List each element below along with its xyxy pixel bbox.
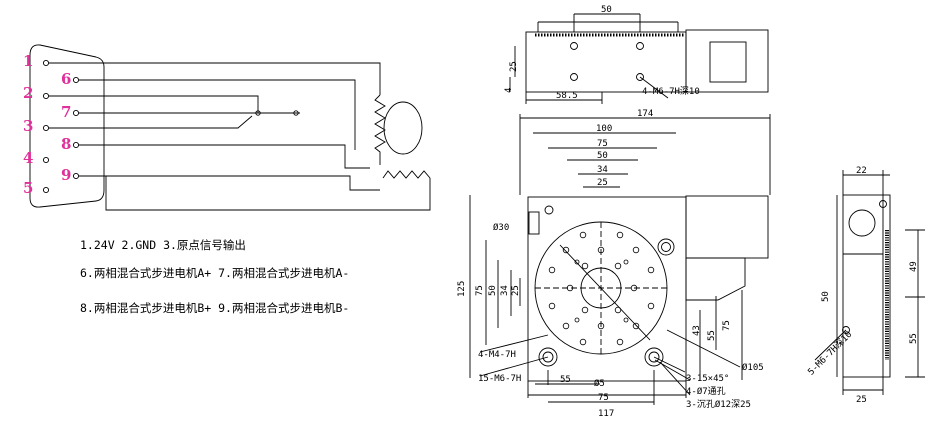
dim-front-125: 125 [457, 281, 467, 297]
wire-2 [49, 95, 259, 113]
front-view-cbore-1 [538, 347, 558, 367]
dim-side-55: 55 [909, 333, 919, 344]
wire-8 [79, 144, 370, 169]
dim-front-b75: 75 [598, 393, 609, 403]
dim-side-25: 25 [856, 395, 867, 405]
wire-3 [49, 115, 253, 129]
dim-front-50: 50 [597, 151, 608, 161]
pin-label-9: 9 [61, 166, 71, 184]
top-view-motor [685, 29, 769, 93]
pin-label-3: 3 [23, 117, 33, 135]
pin-circle-2 [42, 92, 50, 100]
pin-circle-6 [72, 76, 80, 84]
dim-side-50: 50 [821, 291, 831, 302]
front-view-cbore-3 [657, 238, 675, 256]
top-view-connector [709, 41, 747, 83]
dim-front-b55: 55 [560, 375, 571, 385]
pin-labels-left: 1 2 3 4 5 [23, 52, 33, 197]
wire-1 [49, 62, 381, 95]
junction-node [293, 110, 299, 116]
wire-6 [79, 79, 356, 150]
motor-rotor [383, 101, 423, 155]
coil-a [374, 94, 386, 165]
dim-front-chamfer: 3-15×45° [686, 374, 729, 384]
pin-label-6: 6 [61, 70, 71, 88]
top-view-hole-1 [570, 42, 578, 50]
dim-front-75: 75 [597, 139, 608, 149]
top-view-hole-3 [636, 42, 644, 50]
side-view-tap-hole [842, 326, 850, 334]
dim-front-tap-m6: 15-M6-7H [478, 374, 521, 384]
dim-front-r75: 75 [722, 320, 732, 331]
front-view-cbore-2 [644, 347, 664, 367]
pin-label-8: 8 [61, 135, 71, 153]
top-view-hole-2 [570, 73, 578, 81]
wire-9 [79, 175, 380, 191]
pin-label-4: 4 [23, 149, 33, 167]
pin-circle-4 [42, 156, 50, 164]
front-view-motor-bracket [685, 257, 746, 301]
pin-circle-3 [42, 124, 50, 132]
dim-front-174: 174 [637, 109, 653, 119]
pin-labels-right: 6 7 8 9 [61, 70, 71, 184]
top-view [509, 13, 769, 104]
dim-top-58-5: 58.5 [556, 91, 578, 101]
pin-circle-5 [42, 186, 50, 194]
pin-label-2: 2 [23, 84, 33, 102]
top-view-hole-4 [636, 73, 644, 81]
legend-line-2: 6.两相混合式步进电机A+ 7.两相混合式步进电机A- [80, 266, 349, 280]
front-view-knob [528, 211, 540, 235]
dim-side-tap: 5-M6-7H深10 [806, 329, 855, 378]
dim-top-25: 25 [509, 61, 519, 72]
dim-side-22: 22 [856, 166, 867, 176]
dim-front-h75: 75 [475, 285, 485, 296]
pin-circle-1 [42, 59, 50, 67]
front-view-small-hole [544, 205, 554, 215]
pin-label-1: 1 [23, 52, 33, 70]
dim-front-thru: 4-Ø7通孔 [686, 386, 726, 397]
wire-return [105, 176, 431, 211]
dim-front-tap-m4: 4-M4-7H [478, 350, 516, 360]
coil-b [382, 170, 431, 179]
legend-line-1: 1.24V 2.GND 3.原点信号输出 [80, 238, 246, 252]
dim-front-43: 43 [692, 325, 702, 336]
wiring-diagram [29, 44, 431, 211]
pin-circle-8 [72, 141, 80, 149]
front-view-holes [548, 231, 655, 346]
top-view-body [525, 31, 687, 93]
dim-top-50: 50 [601, 5, 612, 15]
dim-side-49: 49 [909, 261, 919, 272]
dim-front-cbore: 3-沉孔Ø12深25 [686, 399, 751, 410]
dim-front-25: 25 [597, 178, 608, 188]
dim-front-h25: 25 [511, 285, 521, 296]
db9-connector [29, 44, 105, 208]
dim-front-h50: 50 [488, 285, 498, 296]
dim-front-h34: 34 [500, 285, 510, 296]
dim-front-bore: Ø30 [493, 222, 509, 233]
dim-front-100: 100 [596, 124, 612, 134]
pin-label-7: 7 [61, 103, 71, 121]
pin-circle-7 [72, 109, 80, 117]
switch-node [255, 110, 261, 116]
legend-line-3: 8.两相混合式步进电机B+ 9.两相混合式步进电机B- [80, 301, 349, 315]
dim-front-34: 34 [597, 165, 608, 175]
pin-label-5: 5 [23, 179, 33, 197]
front-view-motor [685, 195, 769, 259]
side-view-body [842, 194, 891, 378]
dim-front-small-hole: Ø5 [594, 378, 605, 389]
side-view-bore [848, 209, 876, 237]
side-view [814, 170, 925, 395]
dim-front-b117: 117 [598, 409, 614, 419]
dim-front-table-dia: Ø105 [742, 362, 764, 373]
dim-top-tap: 4-M6-7H深10 [642, 86, 700, 97]
dim-top-4: 4 [504, 88, 514, 93]
pin-circle-9 [72, 172, 80, 180]
dim-front-55: 55 [707, 330, 717, 341]
front-view [469, 114, 771, 405]
side-view-hole [879, 200, 887, 208]
